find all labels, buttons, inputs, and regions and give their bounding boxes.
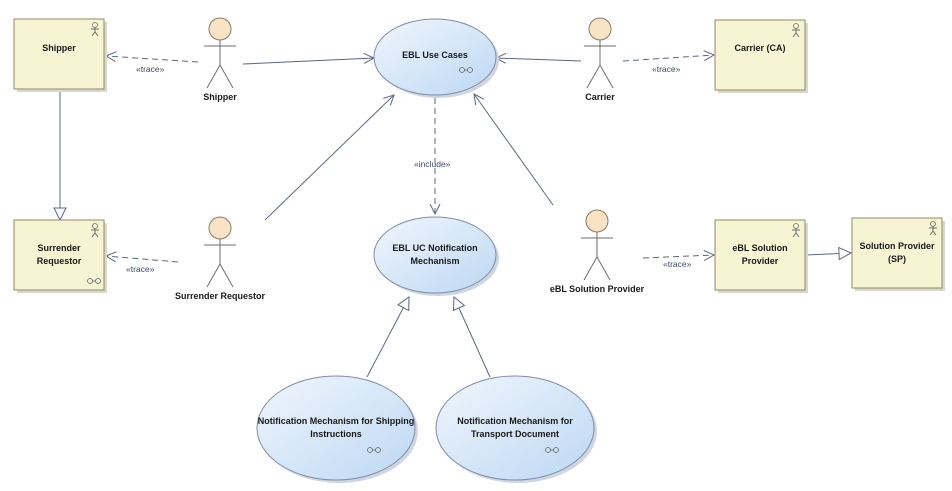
use-case-name: EBL Use Cases xyxy=(402,50,468,60)
actor-icon xyxy=(204,17,236,89)
use-case-notification-mechanism[interactable]: EBL UC Notification Mechanism xyxy=(373,216,499,296)
class-name-line-1: eBL Solution xyxy=(732,243,787,253)
association-carrier-usecases[interactable] xyxy=(496,58,582,61)
actor-name: Shipper xyxy=(203,92,237,102)
association-eblsp-usecases[interactable] xyxy=(474,94,554,206)
actor-shipper[interactable]: Shipper xyxy=(203,17,237,102)
class-box-shipper[interactable]: Shipper xyxy=(13,18,107,92)
association-shipper-usecases[interactable] xyxy=(242,58,374,65)
class-name-line-2: Requestor xyxy=(37,256,82,266)
class-box-ebl-solution-provider[interactable]: eBL Solution Provider xyxy=(714,219,808,293)
actor-name: Carrier xyxy=(585,92,615,102)
use-case-ebl-use-cases[interactable]: EBL Use Cases xyxy=(373,18,499,98)
trace-label-carrier: «trace» xyxy=(652,64,681,74)
actor-stereotype-icon xyxy=(91,223,99,238)
actor-stereotype-icon xyxy=(91,22,99,37)
trace-eblsp[interactable] xyxy=(642,255,714,258)
include-label: «include» xyxy=(414,159,451,169)
actor-stereotype-icon xyxy=(929,221,937,236)
glasses-icon xyxy=(545,447,559,453)
class-name-line-2: (SP) xyxy=(888,254,906,264)
generalization-eblsp[interactable] xyxy=(805,253,851,255)
glasses-icon xyxy=(459,67,473,73)
actor-stereotype-icon xyxy=(792,223,800,238)
class-box-solution-provider-sp[interactable]: Solution Provider (SP) xyxy=(851,217,945,291)
actor-surrender-requestor[interactable]: Surrender Requestor xyxy=(175,216,266,301)
glasses-icon xyxy=(87,278,101,284)
actor-name: eBL Solution Provider xyxy=(550,284,645,294)
class-box-surrender-requestor[interactable]: Surrender Requestor xyxy=(13,219,107,293)
trace-surrender[interactable] xyxy=(106,256,179,263)
use-case-name-line-1: Notification Mechanism for Shipping xyxy=(258,416,415,426)
actor-name: Surrender Requestor xyxy=(175,291,266,301)
actor-stereotype-icon xyxy=(792,23,800,38)
use-case-name-line-2: Instructions xyxy=(310,429,362,439)
actor-icon xyxy=(204,216,236,288)
class-box-carrier[interactable]: Carrier (CA) xyxy=(714,19,808,93)
class-name-line-1: Solution Provider xyxy=(859,241,935,251)
use-case-shipping-instructions[interactable]: Notification Mechanism for Shipping Inst… xyxy=(256,375,418,483)
use-case-name-line-1: EBL UC Notification xyxy=(392,243,477,253)
use-case-transport-document[interactable]: Notification Mechanism for Transport Doc… xyxy=(435,375,597,483)
trace-label-surrender: «trace» xyxy=(126,264,155,274)
class-name: Carrier (CA) xyxy=(734,43,785,53)
glasses-icon xyxy=(367,447,381,453)
class-name: Shipper xyxy=(42,43,76,53)
trace-carrier[interactable] xyxy=(622,55,714,62)
actor-carrier[interactable]: Carrier xyxy=(584,17,616,102)
stereotype-labels: «trace» «trace» «trace» «trace» «include… xyxy=(126,64,692,274)
trace-shipper[interactable] xyxy=(106,56,199,63)
connectors xyxy=(60,55,851,378)
actor-icon xyxy=(584,17,616,89)
class-name-line-1: Surrender xyxy=(37,243,81,253)
association-surrender-usecases[interactable] xyxy=(264,95,394,221)
trace-label-shipper: «trace» xyxy=(136,64,165,74)
actor-ebl-solution-provider[interactable]: eBL Solution Provider xyxy=(550,209,645,294)
actor-icon xyxy=(581,209,613,281)
generalization-transport-document[interactable] xyxy=(454,297,491,378)
generalization-shipping-instructions[interactable] xyxy=(366,297,409,378)
use-case-name-line-1: Notification Mechanism for xyxy=(457,416,573,426)
use-case-name-line-2: Mechanism xyxy=(410,256,459,266)
class-name-line-2: Provider xyxy=(742,256,779,266)
trace-label-eblsp: «trace» xyxy=(663,259,692,269)
use-case-name-line-2: Transport Document xyxy=(471,429,559,439)
